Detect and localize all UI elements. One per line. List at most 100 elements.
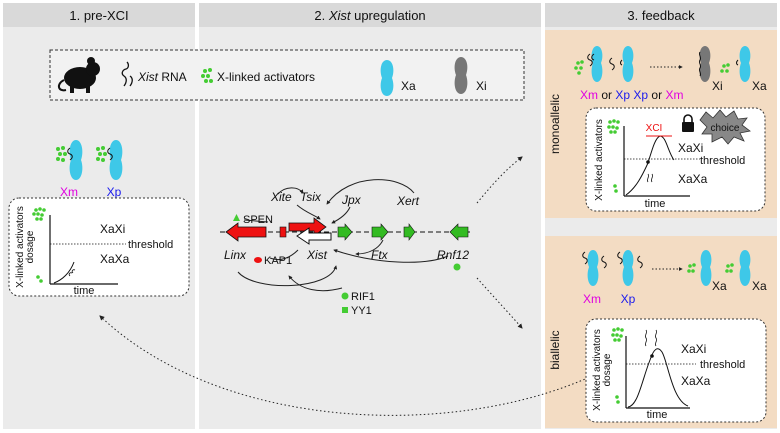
jpx-to-xist-arrow [331,206,351,224]
panel1-title: 1. pre-XCI [69,8,128,23]
xp-activators [96,146,107,162]
linx-to-xist-arrow [237,265,338,287]
label-yy1: YY1 [351,305,372,317]
xa-chromosome-icon [380,60,394,96]
label-kap1: KAP1 [264,255,292,267]
bi-curve [627,348,689,408]
bi-ylabel: X-linked activators [592,329,603,411]
activator-dots-icon [201,68,213,83]
mono-xaxi: XaXi [678,141,703,155]
label-rnf12: Rnf12 [437,248,469,262]
mono-threshold-point [646,160,650,164]
pre-xci-low-dots [36,275,43,283]
label-xert: Xert [396,194,420,208]
spen-tsix-link [243,219,269,223]
xite-to-tsix-arrow [277,187,304,195]
pre-xci-curve [53,261,75,284]
legend-xa: Xa [401,79,416,93]
gene-xert [403,223,416,241]
biallelic-cells [582,250,751,286]
pre-xci-ylabel-dosage: dosage [25,230,36,263]
legend-xi: Xi [476,79,487,93]
bi-xm-xist [582,251,588,265]
xist-rna-icon [121,61,133,87]
tsix-activation-arrow [296,204,321,220]
bi-xa-chrom-1 [700,250,712,286]
mono-plot-high-dots [607,119,620,134]
gene-jpx [337,223,353,241]
lock-icon [682,114,694,132]
legend-xist-rna: Xist RNA [137,70,187,84]
xci-label: XCI [646,123,663,134]
panel3-header [545,3,777,27]
pre-xci-xlabel: time [74,285,95,297]
mono-xp-chrom [622,46,634,82]
biallelic-label: biallelic [548,330,562,369]
panel3-title: 3. feedback [627,8,695,23]
mono-xa-label: Xa [752,79,767,93]
bi-ylabel-dosage: dosage [602,353,613,386]
mouse-icon [58,57,100,93]
pre-xci-cell: Xm Xp [56,140,123,199]
ftx-to-xist-arrow [355,239,384,256]
gene-tsix [288,217,327,237]
choice-burst-icon [699,109,751,145]
bi-plot-high-dots [611,327,624,342]
gene-xist [296,227,332,245]
xm-xist-mark [67,147,73,161]
pre-xci-plot-box [8,197,190,297]
xi-chromosome-icon [454,57,468,94]
bi-threshold: threshold [700,359,745,371]
label-linx: Linx [224,248,247,262]
panel1-header [3,3,195,27]
mono-ylabel: X-linked activators [594,119,605,201]
label-spen: SPEN [243,214,273,226]
monoallelic-label: monoallelic [548,94,562,154]
bi-threshold-point [650,354,654,358]
xert-to-xist-arrow [326,179,415,205]
kap1-marker [254,257,262,263]
biallelic-plot: X-linked activators dosage XaXi threshol… [585,318,767,423]
bi-xa-chrom-2 [739,250,751,286]
pre-xci-high-dots [32,207,46,221]
xm-label: Xm [60,185,78,199]
kap1-link [269,249,299,261]
monoallelic-plot: X-linked activators XCI choice XaXi thre… [585,107,766,212]
legend-box [49,49,525,101]
label-ftx: Ftx [371,248,389,262]
yy1-marker [342,307,348,313]
xist-locus: Xite Tsix Jpx Xert SPEN Linx KAP1 Xist F… [220,179,470,317]
mono-xist-mark [620,59,623,66]
mono-xi-coat [698,51,702,77]
xp-label: Xp [107,185,122,199]
label-xite: Xite [270,190,292,204]
rnf12-marker [453,263,461,271]
rif1-arrow [288,275,343,292]
bi-plot-xist-mark [645,329,657,347]
xp-chromosome [109,140,123,180]
bi-xm-label: Xm [583,292,601,306]
mono-threshold: threshold [700,155,745,167]
bi-plot-low-dots [615,395,620,404]
legend: Xist RNA X-linked activators Xa Xi [49,49,525,101]
label-xist: Xist [306,248,328,262]
xm-chromosome [69,140,83,180]
spen-marker [233,214,240,221]
bi-xa-label-2: Xa [752,279,767,293]
bi-xist-rna-2 [637,255,643,269]
panel2-title: 2. Xist upregulation [314,8,425,23]
bi-xm-chrom [587,250,599,286]
bi-xp-chrom [622,250,634,286]
pre-xci-plot: X-linked activators dosage XaXi threshol… [8,197,190,297]
pre-xci-threshold: threshold [128,239,173,251]
bi-xp-xist [617,251,623,265]
mono-xi-chrom [699,46,711,82]
bi-xp-label: Xp [621,292,636,306]
mono-xi-label: Xi [712,79,723,93]
mono-plot-xist-mark [647,173,653,183]
mono-xa-chrom [739,46,751,82]
label-rif1: RIF1 [351,291,375,303]
mono-xa-mark [736,59,739,66]
label-tsix: Tsix [300,190,322,204]
